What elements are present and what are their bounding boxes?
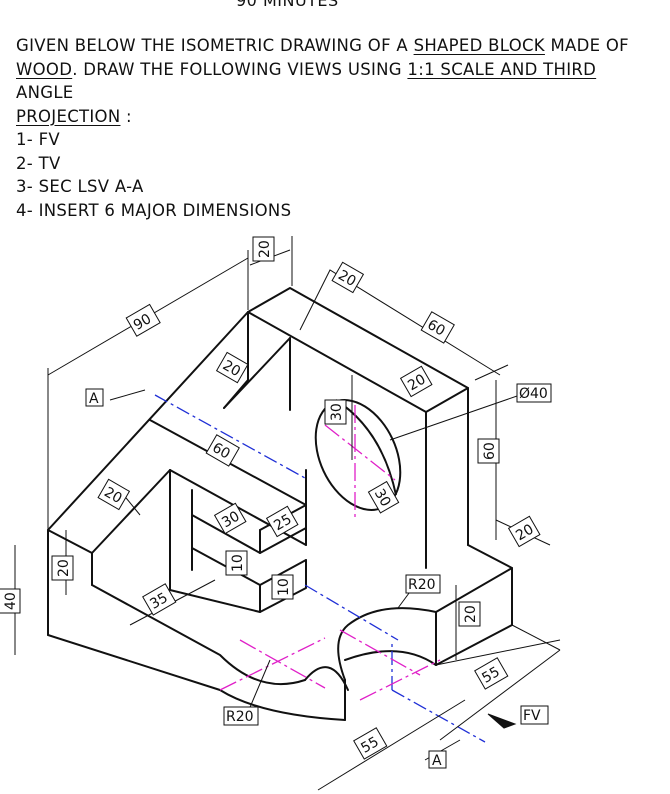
dim-60-top: 60: [424, 317, 447, 340]
section-cutting-plane: [154, 394, 486, 743]
dim-dia40: Ø40: [519, 386, 548, 402]
step-item: 3- SEC LSV A-A: [16, 177, 144, 196]
dim-r20-bottom: R20: [226, 709, 254, 725]
step-item: 1- FV: [16, 130, 60, 149]
dim-20-right: 20: [463, 605, 479, 623]
dim-20-left: 20: [56, 559, 72, 577]
dim-10-slot-2: 10: [276, 578, 292, 596]
header-title-cut: 90 MINUTES: [236, 0, 339, 10]
center-marks: [219, 405, 441, 701]
dimension-labels: 90 20 20 60 20 20 Ø40 30 60 60 30 20 30 …: [0, 236, 552, 769]
fv-arrow-icon: [487, 713, 517, 729]
dim-55-right: 55: [479, 664, 502, 687]
dim-20-far-right: 20: [513, 521, 536, 544]
dim-30-slot: 30: [219, 508, 242, 531]
dim-35: 35: [147, 590, 170, 613]
section-label-a-bottom: A: [432, 753, 442, 769]
dim-20-right-top: 20: [335, 267, 358, 290]
section-label-a-top: A: [89, 391, 99, 407]
dim-55-bottom: 55: [358, 734, 381, 757]
dim-25-slot: 25: [271, 511, 294, 534]
steps-list: 1- FV 2- TV 3- SEC LSV A-A 4- INSERT 6 M…: [16, 128, 656, 222]
instruction-line-2: WOOD. DRAW THE FOLLOWING VIEWS USING 1:1…: [16, 59, 597, 103]
dim-30-angle: 30: [371, 486, 394, 509]
instructions-text: GIVEN BELOW THE ISOMETRIC DRAWING OF A S…: [16, 34, 656, 222]
dim-60-inclined: 60: [209, 440, 232, 463]
isometric-drawing: 90 20 20 60 20 20 Ø40 30 60 60 30 20 30 …: [0, 236, 561, 791]
dim-40-left: 40: [3, 592, 19, 610]
dim-r20-right: R20: [408, 577, 436, 593]
dim-20-side: 20: [101, 484, 124, 507]
dim-90: 90: [131, 311, 154, 334]
instruction-line-1: GIVEN BELOW THE ISOMETRIC DRAWING OF A S…: [16, 36, 629, 55]
view-label-fv: FV: [523, 708, 541, 724]
dim-20-inner: 20: [220, 357, 243, 380]
dim-10-slot: 10: [230, 554, 246, 572]
dim-60-right: 60: [482, 442, 498, 460]
dim-30-hole: 30: [329, 403, 345, 421]
step-item: 4- INSERT 6 MAJOR DIMENSIONS: [16, 200, 292, 220]
hole: [314, 399, 402, 511]
dim-20-top: 20: [257, 240, 273, 258]
dim-20-boss: 20: [405, 371, 428, 394]
instruction-line-3: PROJECTION :: [16, 106, 132, 126]
step-item: 2- TV: [16, 153, 61, 173]
